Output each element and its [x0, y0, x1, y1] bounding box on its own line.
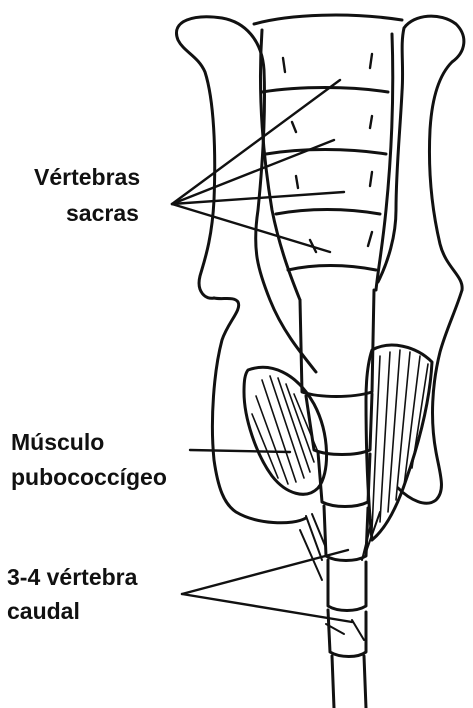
- sacral-segment-3: [266, 150, 386, 155]
- caudal-3: [324, 506, 368, 561]
- label-pubococcygeus-line2: pubococcígeo: [11, 460, 167, 494]
- leader-sacral-1: [172, 80, 340, 204]
- sacrum-left-edge: [260, 30, 300, 300]
- caudal-6: [332, 656, 366, 708]
- sacral-foramina: [283, 54, 372, 252]
- label-sacral-vertebrae-line2: sacras: [66, 196, 139, 230]
- label-sacral-vertebrae-line1: Vértebras: [34, 160, 140, 194]
- left-pelvic-outline: [212, 298, 306, 523]
- label-caudal-vertebra-line2: caudal: [7, 594, 80, 628]
- label-pubococcygeus-line1: Músculo: [11, 425, 104, 459]
- sacral-segment-1: [254, 15, 402, 24]
- sacral-apex: [300, 290, 374, 397]
- sacral-segment-4: [276, 210, 380, 215]
- label-caudal-vertebra-line1: 3-4 vértebra: [7, 560, 137, 594]
- leader-caudal-1: [182, 550, 348, 594]
- caudal-4: [328, 560, 366, 611]
- sacral-segment-5: [288, 266, 376, 271]
